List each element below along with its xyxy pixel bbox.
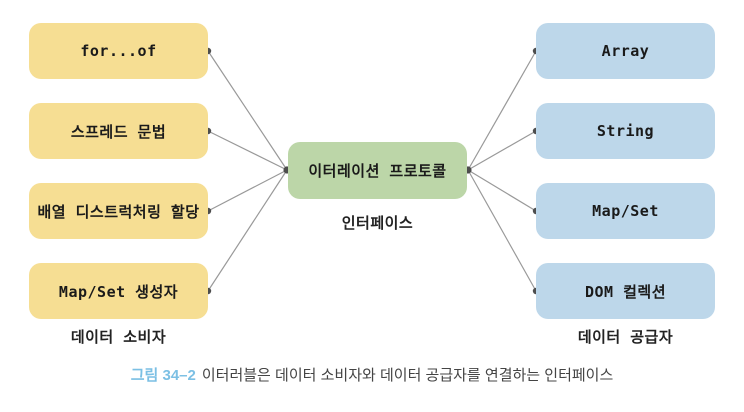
consumer-edges <box>207 50 288 292</box>
figure-caption: 그림 34–2 이터러블은 데이터 소비자와 데이터 공급자를 연결하는 인터페이… <box>0 364 744 385</box>
figure-caption-text: 이터러블은 데이터 소비자와 데이터 공급자를 연결하는 인터페이스 <box>201 367 614 384</box>
consumer-node-map-set-constructor: Map/Set 생성자 <box>29 263 208 319</box>
provider-node-string: String <box>536 103 715 159</box>
provider-node-dom-collection: DOM 컬렉션 <box>536 263 715 319</box>
provider-node-array: Array <box>536 23 715 79</box>
consumers-group-label: 데이터 소비자 <box>70 328 167 346</box>
providers-group-label: 데이터 공급자 <box>577 328 674 346</box>
figure-caption-number: 그림 34–2 <box>130 367 196 384</box>
center-node-iteration-protocol: 이터레이션 프로토콜 <box>288 142 467 199</box>
consumer-node-spread-syntax: 스프레드 문법 <box>29 103 208 159</box>
consumer-node-array-destructuring: 배열 디스트럭처링 할당 <box>29 183 208 239</box>
center-node-sublabel: 인터페이스 <box>341 214 414 232</box>
provider-edges <box>467 50 537 292</box>
provider-node-map-set: Map/Set <box>536 183 715 239</box>
consumer-node-for-of: for...of <box>29 23 208 79</box>
